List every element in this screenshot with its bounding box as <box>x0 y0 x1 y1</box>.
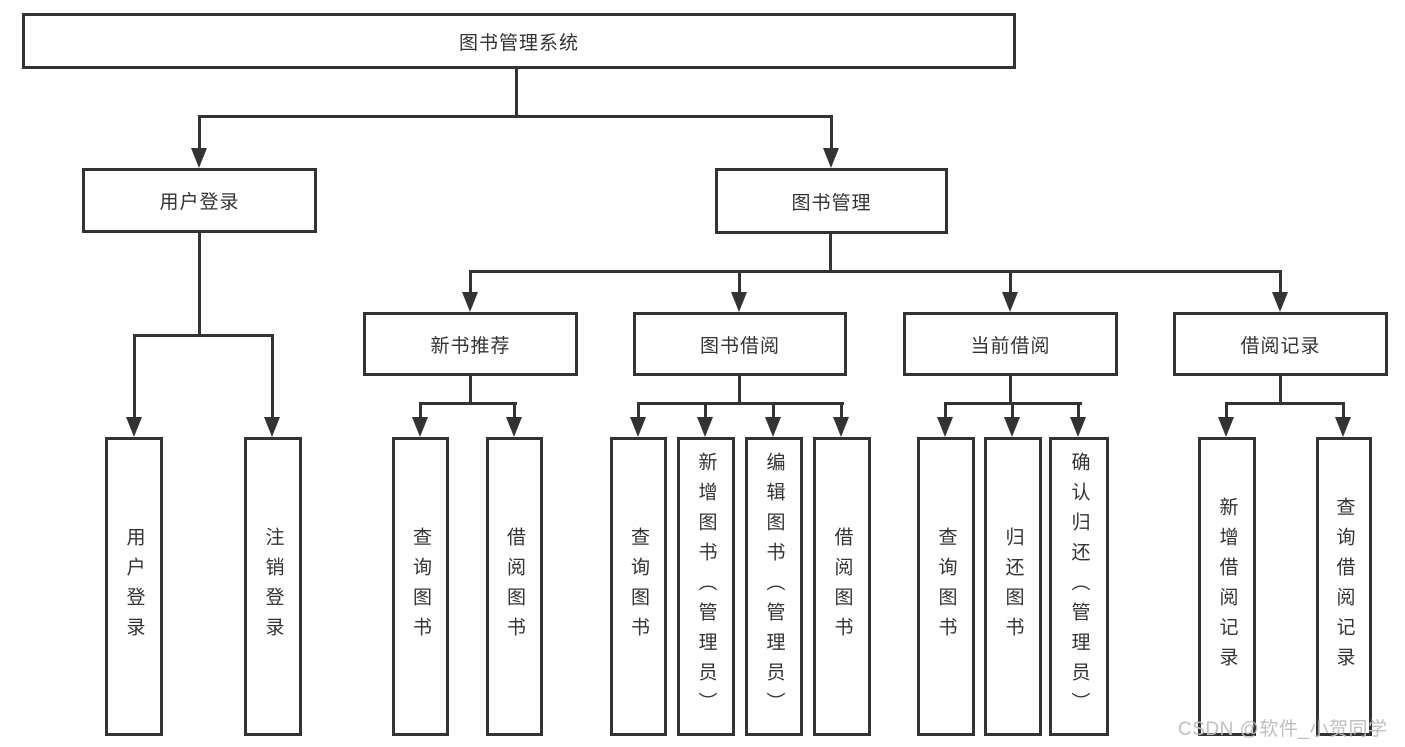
node-label: 查询借阅记录 <box>1333 496 1355 677</box>
arrowhead-down-icon <box>1335 417 1351 437</box>
node-user-login-leaf: 用户登录 <box>105 437 163 736</box>
arrowhead-down-icon <box>697 417 713 437</box>
connector-line <box>1011 402 1014 419</box>
node-label: 新增借阅记录 <box>1216 496 1238 677</box>
node-label: 编辑图书（管理员） <box>763 451 785 722</box>
node-return-books: 归还图书 <box>984 437 1042 736</box>
connector-line <box>198 232 201 337</box>
connector-line <box>829 234 832 272</box>
node-label: 查询图书 <box>410 526 431 647</box>
connector-line <box>271 334 274 419</box>
node-label: 用户登录 <box>159 192 240 213</box>
node-label: 借阅图书 <box>504 526 525 647</box>
node-borrowing-records: 借阅记录 <box>1173 312 1388 376</box>
arrowhead-down-icon <box>264 417 280 437</box>
node-new-book-recommendation: 新书推荐 <box>363 312 578 376</box>
node-book-management: 图书管理 <box>715 168 948 234</box>
node-label: 图书借阅 <box>699 335 780 357</box>
node-current-borrowing: 当前借阅 <box>903 312 1118 376</box>
arrowhead-down-icon <box>833 417 849 437</box>
arrowhead-down-icon <box>462 292 478 312</box>
connector-line <box>1279 270 1282 294</box>
arrowhead-down-icon <box>191 148 207 168</box>
connector-line <box>1342 402 1345 419</box>
connector-line <box>198 115 201 151</box>
arrowhead-down-icon <box>765 417 781 437</box>
node-label: 图书管理系统 <box>458 32 579 54</box>
node-search-borrow-record: 查询借阅记录 <box>1316 437 1372 736</box>
connector-line <box>830 115 833 151</box>
arrowhead-down-icon <box>630 417 646 437</box>
connector-line <box>1009 270 1012 294</box>
connector-line <box>772 402 775 419</box>
connector-line <box>419 402 422 419</box>
arrowhead-down-icon <box>1218 417 1234 437</box>
node-add-borrow-record: 新增借阅记录 <box>1198 437 1256 736</box>
arrowhead-down-icon <box>823 148 839 168</box>
connector-line <box>637 402 844 405</box>
arrowhead-down-icon <box>937 417 953 437</box>
connector-line <box>198 115 833 118</box>
node-label: 归还图书 <box>1002 526 1024 647</box>
arrowhead-down-icon <box>506 417 522 437</box>
node-label: 图书管理 <box>791 192 872 214</box>
connector-line <box>1225 402 1228 419</box>
node-logout: 注销登录 <box>244 437 302 736</box>
connector-line <box>1279 376 1282 405</box>
connector-line <box>840 402 843 419</box>
node-label: 借阅记录 <box>1240 335 1321 357</box>
connector-line <box>469 270 472 294</box>
connector-line <box>515 68 518 118</box>
node-user-login: 用户登录 <box>82 168 317 233</box>
connector-line <box>1077 402 1080 419</box>
node-library-management-system: 图书管理系统 <box>22 13 1016 69</box>
node-label: 查询图书 <box>628 526 649 647</box>
node-confirm-return-admin: 确认归还（管理员） <box>1049 437 1109 736</box>
arrowhead-down-icon <box>412 417 428 437</box>
node-borrow-books: 借阅图书 <box>486 437 543 736</box>
node-edit-books-admin: 编辑图书（管理员） <box>745 437 803 736</box>
node-label: 新书推荐 <box>430 335 511 357</box>
node-label: 注销登录 <box>262 526 284 647</box>
node-label: 确认归还（管理员） <box>1068 451 1090 722</box>
node-label: 新增图书（管理员） <box>695 451 717 722</box>
node-label: 查询图书 <box>935 526 957 647</box>
connector-line <box>738 376 741 405</box>
connector-line <box>419 402 517 405</box>
connector-line <box>1225 402 1345 405</box>
node-book-borrowing: 图书借阅 <box>633 312 847 376</box>
arrowhead-down-icon <box>1004 417 1020 437</box>
node-search-books: 查询图书 <box>610 437 667 736</box>
connector-line <box>637 402 640 419</box>
connector-line <box>469 376 472 405</box>
connector-line <box>1009 376 1012 405</box>
connector-line <box>704 402 707 419</box>
csdn-watermark: CSDN @软件_小贺同学 <box>1178 719 1388 740</box>
node-label: 借阅图书 <box>831 526 853 647</box>
node-label: 当前借阅 <box>970 335 1051 357</box>
connector-line <box>738 270 741 294</box>
arrowhead-down-icon <box>1272 292 1288 312</box>
arrowhead-down-icon <box>1002 292 1018 312</box>
connector-line <box>513 402 516 419</box>
connector-line <box>469 270 1282 273</box>
connector-line <box>133 334 274 337</box>
node-search-books: 查询图书 <box>917 437 975 736</box>
node-add-books-admin: 新增图书（管理员） <box>677 437 735 736</box>
node-label: 用户登录 <box>123 526 145 647</box>
arrowhead-down-icon <box>731 292 747 312</box>
connector-line <box>944 402 947 419</box>
arrowhead-down-icon <box>1070 417 1086 437</box>
node-search-books: 查询图书 <box>392 437 449 736</box>
arrowhead-down-icon <box>126 417 142 437</box>
node-borrow-books: 借阅图书 <box>813 437 871 736</box>
connector-line <box>133 334 136 419</box>
